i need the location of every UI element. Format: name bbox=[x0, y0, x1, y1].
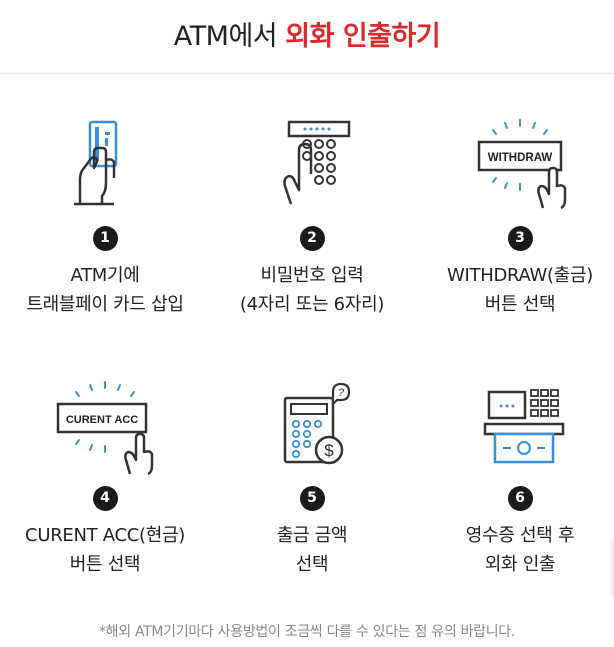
step-label: WITHDRAW(출금) 버튼 선택 bbox=[420, 261, 614, 319]
step-label: 출금 금액 선택 bbox=[212, 521, 412, 579]
divider bbox=[0, 73, 614, 74]
step-label-line2: (4자리 또는 6자리) bbox=[239, 294, 385, 315]
step-label-line2: 버튼 선택 bbox=[484, 294, 556, 315]
step-label-line1: 비밀번호 입력 bbox=[260, 265, 364, 286]
withdraw-button-icon: WITHDRAW bbox=[477, 119, 567, 210]
svg-text:$: $ bbox=[324, 441, 334, 460]
step-number-badge: 5 bbox=[299, 486, 325, 511]
edge-shadow bbox=[608, 540, 614, 596]
step-1: 1 ATM기에 트래블페이 카드 삽입 bbox=[5, 112, 205, 319]
step-label-line2: 외화 인출 bbox=[484, 554, 556, 575]
footnote: *해외 ATM기기마다 사용방법이 조금씩 다를 수 있다는 점 유의 바랍니다… bbox=[98, 624, 516, 640]
step-label: ATM기에 트래블페이 카드 삽입 bbox=[5, 261, 205, 319]
step-label-line2: 트래블페이 카드 삽입 bbox=[26, 294, 184, 315]
title-accent: 외화 인출하기 bbox=[285, 21, 441, 52]
keypad-icon bbox=[283, 120, 351, 205]
current-acc-button-text: CURENT ACC bbox=[66, 414, 138, 426]
title-prefix: ATM에서 bbox=[173, 21, 286, 52]
step-6: 6 영수증 선택 후 외화 인출 bbox=[420, 380, 614, 579]
card-insert-icon bbox=[74, 120, 118, 206]
step-5: $ ? 5 출금 금액 선택 bbox=[212, 380, 412, 579]
step-number-badge: 2 bbox=[299, 226, 325, 251]
step-3: WITHDRAW 3 WITHDRAW(출금) 버튼 선택 bbox=[420, 112, 614, 319]
step-label: 영수증 선택 후 외화 인출 bbox=[420, 521, 614, 579]
step-label-line1: 출금 금액 bbox=[276, 525, 348, 546]
step-number-badge: 4 bbox=[92, 486, 118, 511]
calculator-dollar-icon: $ ? bbox=[283, 382, 351, 465]
step-label-line1: WITHDRAW(출금) bbox=[447, 265, 593, 286]
step-label-line1: CURENT ACC(현금) bbox=[25, 525, 185, 546]
atm-cash-icon bbox=[483, 389, 565, 464]
step-label: 비밀번호 입력 (4자리 또는 6자리) bbox=[212, 261, 412, 319]
step-label-line1: ATM기에 bbox=[70, 265, 140, 286]
step-label-line2: 선택 bbox=[295, 554, 329, 575]
step-number-badge: 1 bbox=[92, 226, 118, 251]
step-number-badge: 3 bbox=[507, 226, 533, 251]
svg-text:?: ? bbox=[338, 387, 345, 399]
step-label-line1: 영수증 선택 후 bbox=[465, 525, 575, 546]
step-label-line2: 버튼 선택 bbox=[69, 554, 141, 575]
step-label: CURENT ACC(현금) 버튼 선택 bbox=[5, 521, 205, 579]
step-4: CURENT ACC 4 CURENT ACC(현금) 버튼 선택 bbox=[5, 380, 205, 579]
step-2: 2 비밀번호 입력 (4자리 또는 6자리) bbox=[212, 112, 412, 319]
withdraw-button-text: WITHDRAW bbox=[488, 152, 553, 164]
step-number-badge: 6 bbox=[507, 486, 533, 511]
page-title: ATM에서 외화 인출하기 bbox=[0, 14, 614, 53]
current-acc-button-icon: CURENT ACC bbox=[56, 381, 154, 476]
